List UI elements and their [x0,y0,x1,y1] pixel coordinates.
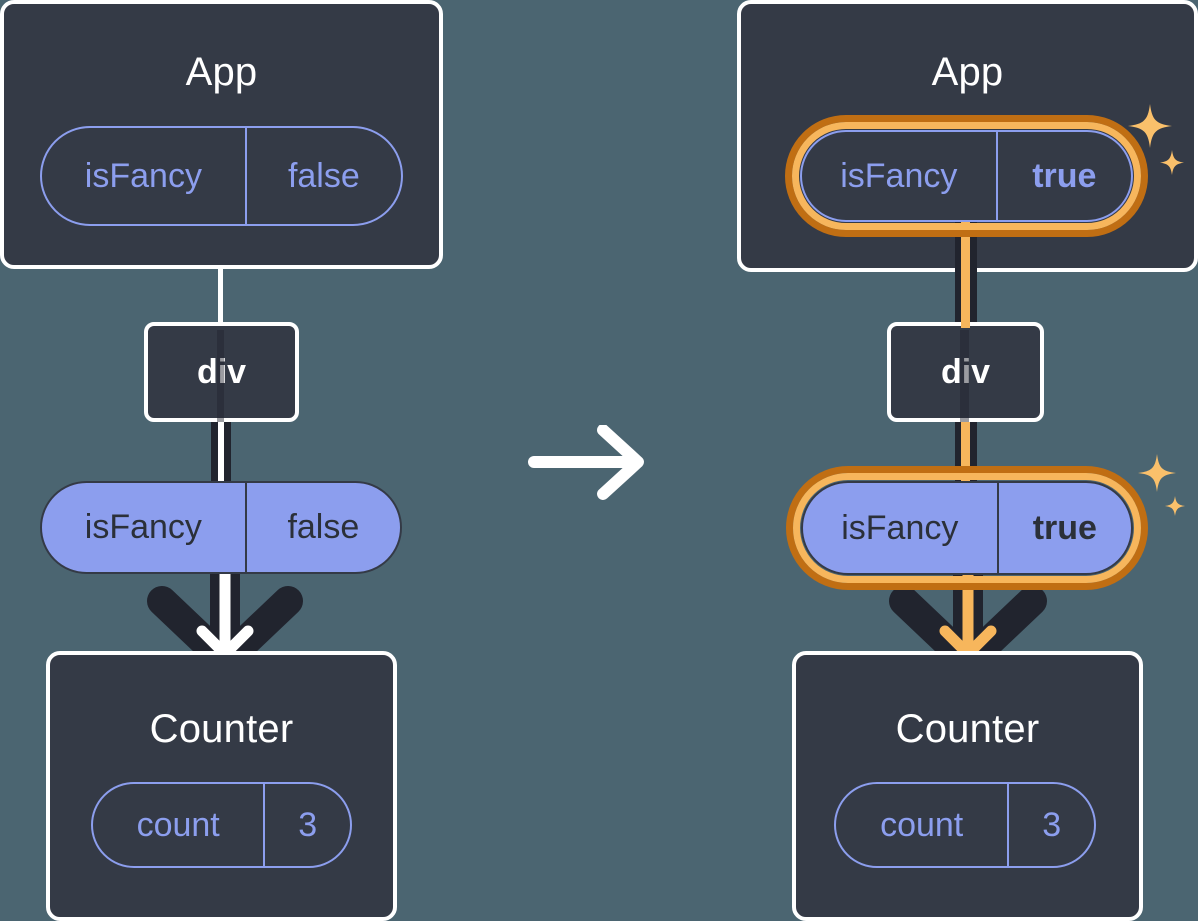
prop-pill-value-before: false [244,483,400,572]
div-label-after: div [940,352,991,391]
connector-through-div-before [217,330,224,422]
count-pill-key-after: count [880,805,964,844]
div-label-before: div [196,352,247,391]
highlight-ring-inner-app [792,122,1141,230]
sparkle-star-icon-app [1128,104,1184,175]
prop-pill-isfancy-before[interactable]: isFancy false [40,481,402,574]
counter-title-after: Counter [895,707,1040,751]
state-pill-key-before: isFancy [84,156,202,195]
highlight-ring-state-pill-after [785,115,1148,237]
connector-div-to-pill-after-core [961,418,970,488]
count-pill-value-before: 3 [263,784,350,866]
connector-through-div-after [960,330,969,422]
count-pill-key-before: count [136,805,220,844]
count-pill-after[interactable]: count 3 [834,782,1096,868]
count-pill-before[interactable]: count 3 [91,782,352,868]
connector-app-to-div-before [218,264,223,322]
highlight-ring-outer-prop [786,466,1148,590]
count-pill-value-after: 3 [1007,784,1094,866]
arrow-pill-to-counter-before [147,565,303,672]
app-title-before: App [185,50,258,94]
connector-app-to-div-after-core [961,222,970,328]
transition-arrow-icon [528,425,644,500]
counter-title-before: Counter [149,707,294,751]
highlight-ring-outer-app [785,115,1148,237]
connector-div-to-pill-before-core [218,418,224,486]
highlight-ring-inner-prop [793,473,1141,583]
div-box-before[interactable]: div [144,322,299,422]
state-pill-value-before: false [244,128,401,224]
highlight-ring-prop-pill-after [786,466,1148,590]
app-title-after: App [931,50,1004,94]
state-pill-isfancy-before[interactable]: isFancy false [40,126,403,226]
prop-pill-key-before: isFancy [84,508,202,546]
sparkle-star-icon-prop [1138,454,1185,516]
